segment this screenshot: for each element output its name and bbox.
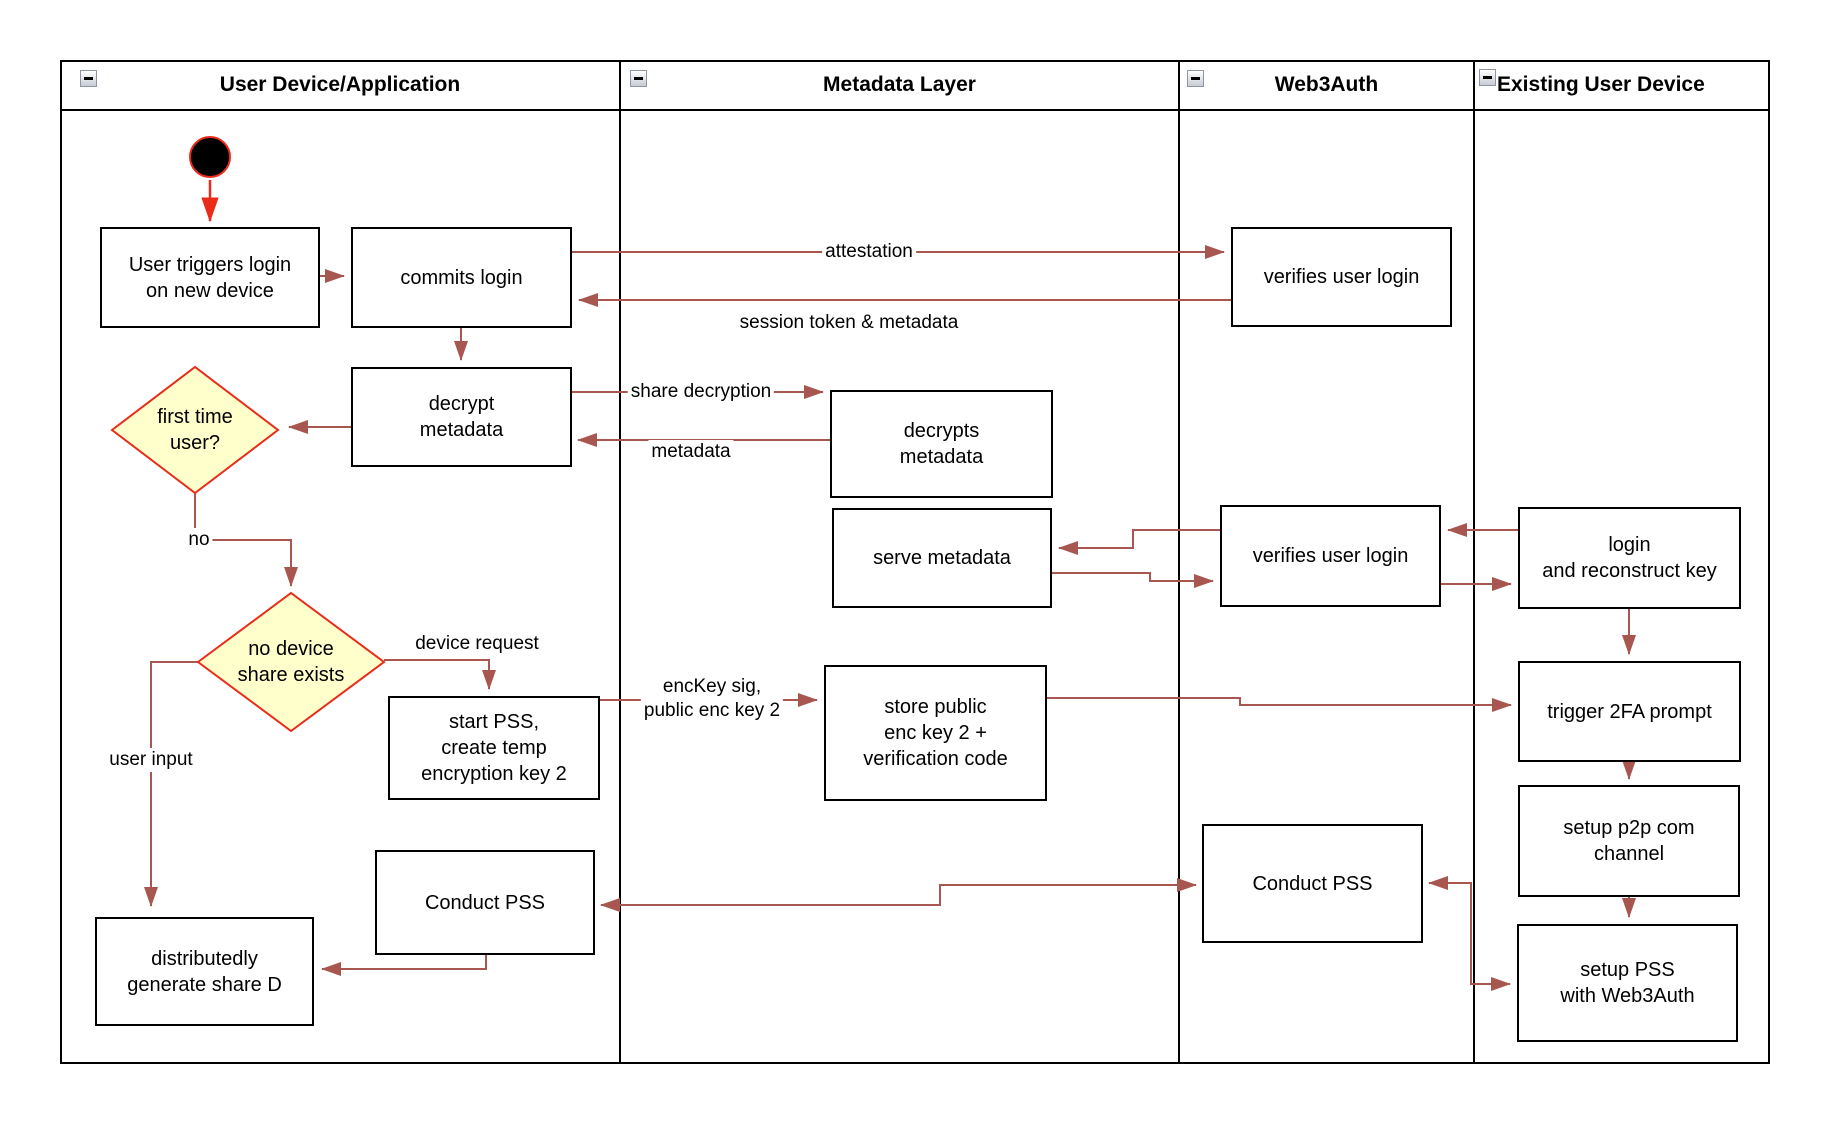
collapse-icon[interactable] xyxy=(1479,69,1496,86)
minus-icon xyxy=(1483,76,1492,79)
edge-serve-to-verifies[interactable] xyxy=(1052,572,1214,588)
diagram-outer-border xyxy=(60,60,1770,1064)
node-setup-p2p[interactable]: setup p2p com channel xyxy=(1518,785,1740,897)
edge-conductpss-conductpss[interactable] xyxy=(600,878,1197,912)
node-trigger-2fa[interactable]: trigger 2FA prompt xyxy=(1518,661,1741,762)
decision-label-first-time-user[interactable]: first time user? xyxy=(157,406,233,454)
node-decrypt-metadata[interactable]: decrypt metadata xyxy=(351,367,572,467)
lane-title-user-device[interactable]: User Device/Application xyxy=(219,73,461,96)
minus-icon xyxy=(634,77,643,80)
edge-label-metadata[interactable]: metadata xyxy=(648,440,734,464)
edge-store-to-2fa[interactable] xyxy=(1047,697,1512,712)
collapse-icon[interactable] xyxy=(1187,70,1204,87)
edge-device-request[interactable] xyxy=(384,659,496,690)
node-decrypts-metadata[interactable]: decrypts metadata xyxy=(830,390,1053,498)
collapse-icon[interactable] xyxy=(630,70,647,87)
lane-title-existing-device[interactable]: Existing User Device xyxy=(1497,73,1705,96)
collapse-icon[interactable] xyxy=(80,70,97,87)
edge-label-no[interactable]: no xyxy=(185,528,213,552)
decision-no-device-share[interactable] xyxy=(196,591,386,733)
lane-title-web3auth[interactable]: Web3Auth xyxy=(1274,73,1379,96)
start-node[interactable] xyxy=(189,136,231,178)
edge-label-session-token[interactable]: session token & metadata xyxy=(739,312,959,333)
edge-label-device-request[interactable]: device request xyxy=(415,633,539,654)
lane-title-metadata-layer[interactable]: Metadata Layer xyxy=(823,73,976,96)
node-distributedly-generate[interactable]: distributedly generate share D xyxy=(95,917,314,1026)
edge-setuppss-conductpss[interactable] xyxy=(1428,876,1511,991)
node-setup-pss[interactable]: setup PSS with Web3Auth xyxy=(1517,924,1738,1042)
minus-icon xyxy=(1191,77,1200,80)
edge-label-user-input[interactable]: user input xyxy=(106,748,196,772)
edge-label-attestation[interactable]: attestation xyxy=(822,240,916,264)
node-conduct-pss-user[interactable]: Conduct PSS xyxy=(375,850,595,955)
node-start-pss[interactable]: start PSS, create temp encryption key 2 xyxy=(388,696,600,800)
edge-no-branch[interactable] xyxy=(194,492,298,587)
minus-icon xyxy=(84,77,93,80)
node-verifies-user-login-mid[interactable]: verifies user login xyxy=(1220,505,1441,607)
node-commits-login[interactable]: commits login xyxy=(351,227,572,328)
edge-verifies-to-serve[interactable] xyxy=(1058,529,1220,555)
node-verifies-user-login-top[interactable]: verifies user login xyxy=(1231,227,1452,327)
decision-first-time-user[interactable] xyxy=(110,365,280,495)
decision-label-no-device-share[interactable]: no device share exists xyxy=(237,638,345,686)
node-user-triggers-login[interactable]: User triggers login on new device xyxy=(100,227,320,328)
node-store-public-key[interactable]: store public enc key 2 + verification co… xyxy=(824,665,1047,801)
edge-label-share-decryption[interactable]: share decryption xyxy=(627,380,775,404)
edge-conductpss-to-shared[interactable] xyxy=(321,955,487,976)
node-conduct-pss-web3[interactable]: Conduct PSS xyxy=(1202,824,1423,943)
edge-user-input[interactable] xyxy=(144,661,198,907)
node-login-reconstruct[interactable]: login and reconstruct key xyxy=(1518,507,1741,609)
node-serve-metadata[interactable]: serve metadata xyxy=(832,508,1052,608)
edge-label-enckey[interactable]: encKey sig, public enc key 2 xyxy=(640,675,784,723)
